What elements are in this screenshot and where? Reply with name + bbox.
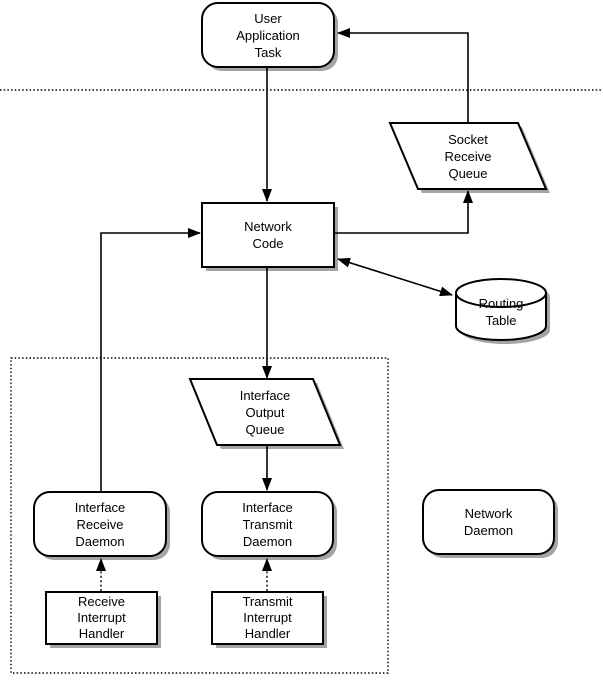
network-daemon-label: Network Daemon	[463, 506, 514, 538]
user-application-task-shape	[201, 2, 338, 71]
socket-receive-queue-shape	[388, 122, 550, 193]
edge-socket-queue-to-user-app	[337, 28, 469, 123]
interface-receive-daemon-label: Interface Receive Daemon	[74, 499, 126, 549]
network-code-shape	[201, 202, 338, 271]
edge-network-code-to-socket-queue	[335, 190, 473, 234]
network-code-label: Network Code	[244, 219, 292, 251]
edge-network-code-routing-table	[337, 257, 453, 297]
receive-interrupt-handler-shape	[45, 591, 161, 648]
routing-table-shape	[455, 278, 550, 344]
network-daemon-shape	[422, 489, 558, 558]
edge-receive-daemon-to-network-code	[100, 228, 201, 492]
interface-output-queue-label: Interface Output Queue	[239, 387, 291, 437]
interface-receive-daemon-shape	[33, 491, 170, 560]
interface-output-queue-shape	[188, 378, 344, 449]
transmit-interrupt-handler-shape	[211, 591, 327, 648]
socket-receive-queue-label: Socket Receive Queue	[444, 131, 492, 181]
receive-interrupt-handler-label: Receive Interrupt Handler	[77, 594, 126, 641]
routing-table-label: Routing Table	[478, 296, 524, 328]
transmit-interrupt-handler-label: Transmit Interrupt Handler	[242, 594, 293, 641]
interface-transmit-daemon-label: Interface Transmit Daemon	[242, 499, 293, 549]
user-application-task-label: User Application Task	[236, 10, 300, 60]
interface-transmit-daemon-shape	[201, 491, 337, 560]
